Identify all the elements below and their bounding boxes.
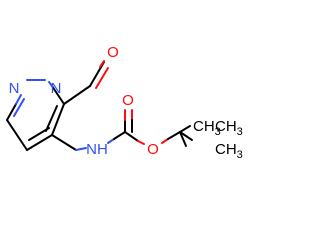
bond-c-o-ester xyxy=(124,131,139,142)
bond-o-tbu xyxy=(161,138,169,144)
methyl-1-label: CH3 xyxy=(193,118,221,138)
bond-c-o-ester-red xyxy=(137,140,145,145)
methyl-2-label: CH3 xyxy=(215,141,243,161)
bond-n2-c3-n-segment xyxy=(48,81,53,87)
bond-nh-c-black xyxy=(113,131,126,140)
bond-c6-n1-double xyxy=(13,98,25,117)
atom-nh: NH xyxy=(86,141,108,158)
bond-c3-c4 xyxy=(51,103,65,136)
methyl-3-label: CH3 xyxy=(215,118,243,138)
bond-c4-c5 xyxy=(26,134,53,151)
bond-tbu-me3 xyxy=(179,131,187,147)
atom-carbonyl-o: O xyxy=(122,92,134,109)
bond-tbu-me2 xyxy=(179,131,193,141)
bond-tbu-me1 xyxy=(179,125,191,133)
bond-nh-c xyxy=(107,138,115,144)
atom-aldehyde-o: O xyxy=(107,44,119,61)
bond-c4-nh-n-segment xyxy=(75,147,87,151)
bond-c6-n1 xyxy=(6,103,17,121)
atom-n2: N xyxy=(51,80,62,97)
bond-c5-c6 xyxy=(6,119,28,151)
bond-c6-n1-n-segment xyxy=(15,94,22,105)
atom-n1: N xyxy=(9,80,20,97)
bond-c3-c4-double xyxy=(45,105,58,132)
bond-c4-nh xyxy=(51,134,77,151)
bond-c3-cho xyxy=(63,85,91,105)
bond-n2-c3 xyxy=(51,85,65,105)
atom-ester-o: O xyxy=(147,141,159,158)
structure-canvas: N N O O O NH CH3 CH3 CH3 xyxy=(6,44,243,161)
bond-cho-o-double xyxy=(95,67,109,89)
bond-o-tbu-black xyxy=(167,131,181,140)
bond-cho-o-red xyxy=(99,60,105,68)
